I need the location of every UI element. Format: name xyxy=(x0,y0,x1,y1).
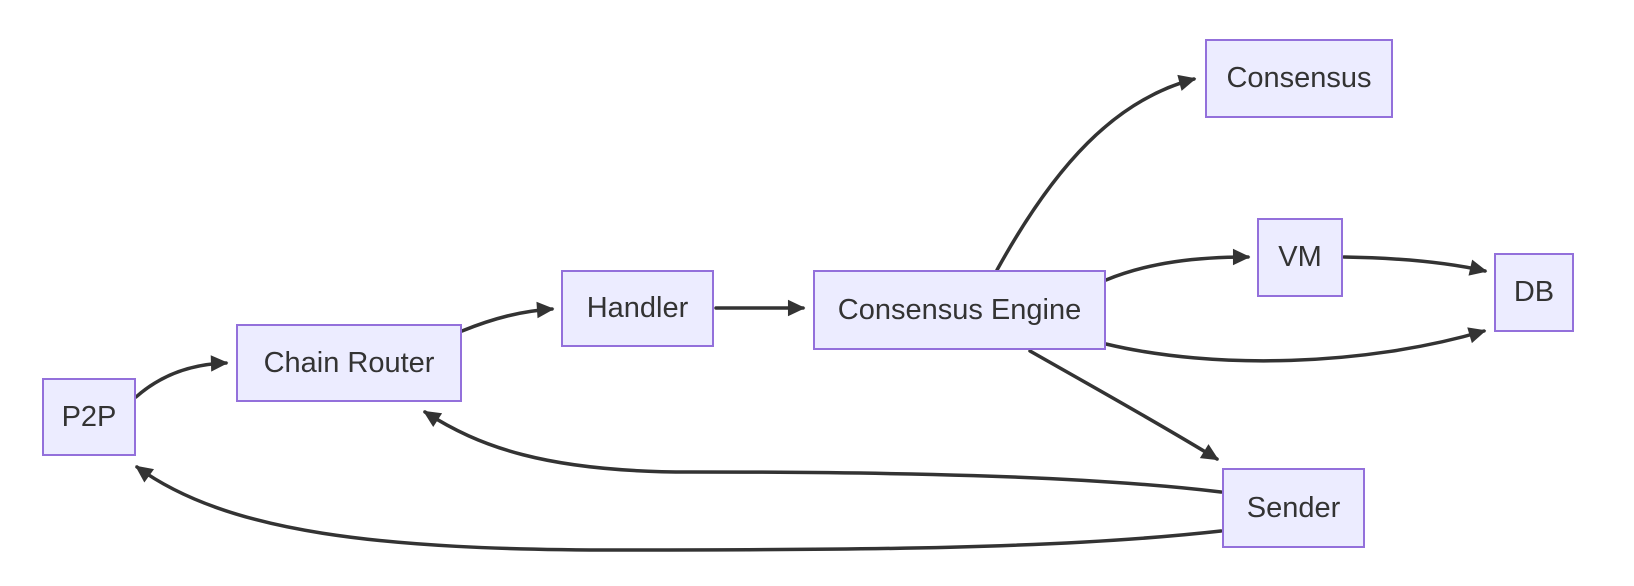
edge-chain-router-to-handler xyxy=(460,301,555,333)
edge-sender-to-chain-router xyxy=(423,410,1223,494)
node-db: DB xyxy=(1494,253,1574,332)
node-consensus: Consensus xyxy=(1205,39,1393,118)
node-sender-label: Sender xyxy=(1246,491,1341,524)
edge-consensus-engine-to-db xyxy=(1104,327,1487,363)
edge-vm-to-db xyxy=(1342,255,1488,276)
node-chain-router: Chain Router xyxy=(236,324,462,402)
node-sender: Sender xyxy=(1222,468,1365,548)
node-p2p-label: P2P xyxy=(61,400,117,433)
node-vm: VM xyxy=(1257,218,1343,297)
edge-consensus-engine-to-consensus xyxy=(995,74,1197,272)
node-consensus-label: Consensus xyxy=(1226,62,1372,94)
node-handler: Handler xyxy=(561,270,714,347)
edge-consensus-engine-to-sender xyxy=(1028,349,1220,461)
edge-sender-to-p2p xyxy=(135,465,1223,552)
node-db-label: DB xyxy=(1513,276,1555,308)
node-consensus-engine-label: Consensus Engine xyxy=(837,293,1082,326)
node-handler-label: Handler xyxy=(586,292,689,324)
node-consensus-engine: Consensus Engine xyxy=(813,270,1106,350)
edge-consensus-engine-to-vm xyxy=(1104,248,1251,282)
node-p2p: P2P xyxy=(42,378,136,456)
edge-p2p-to-chain-router xyxy=(134,355,229,399)
node-vm-label: VM xyxy=(1278,241,1322,273)
node-chain-router-label: Chain Router xyxy=(263,346,435,379)
